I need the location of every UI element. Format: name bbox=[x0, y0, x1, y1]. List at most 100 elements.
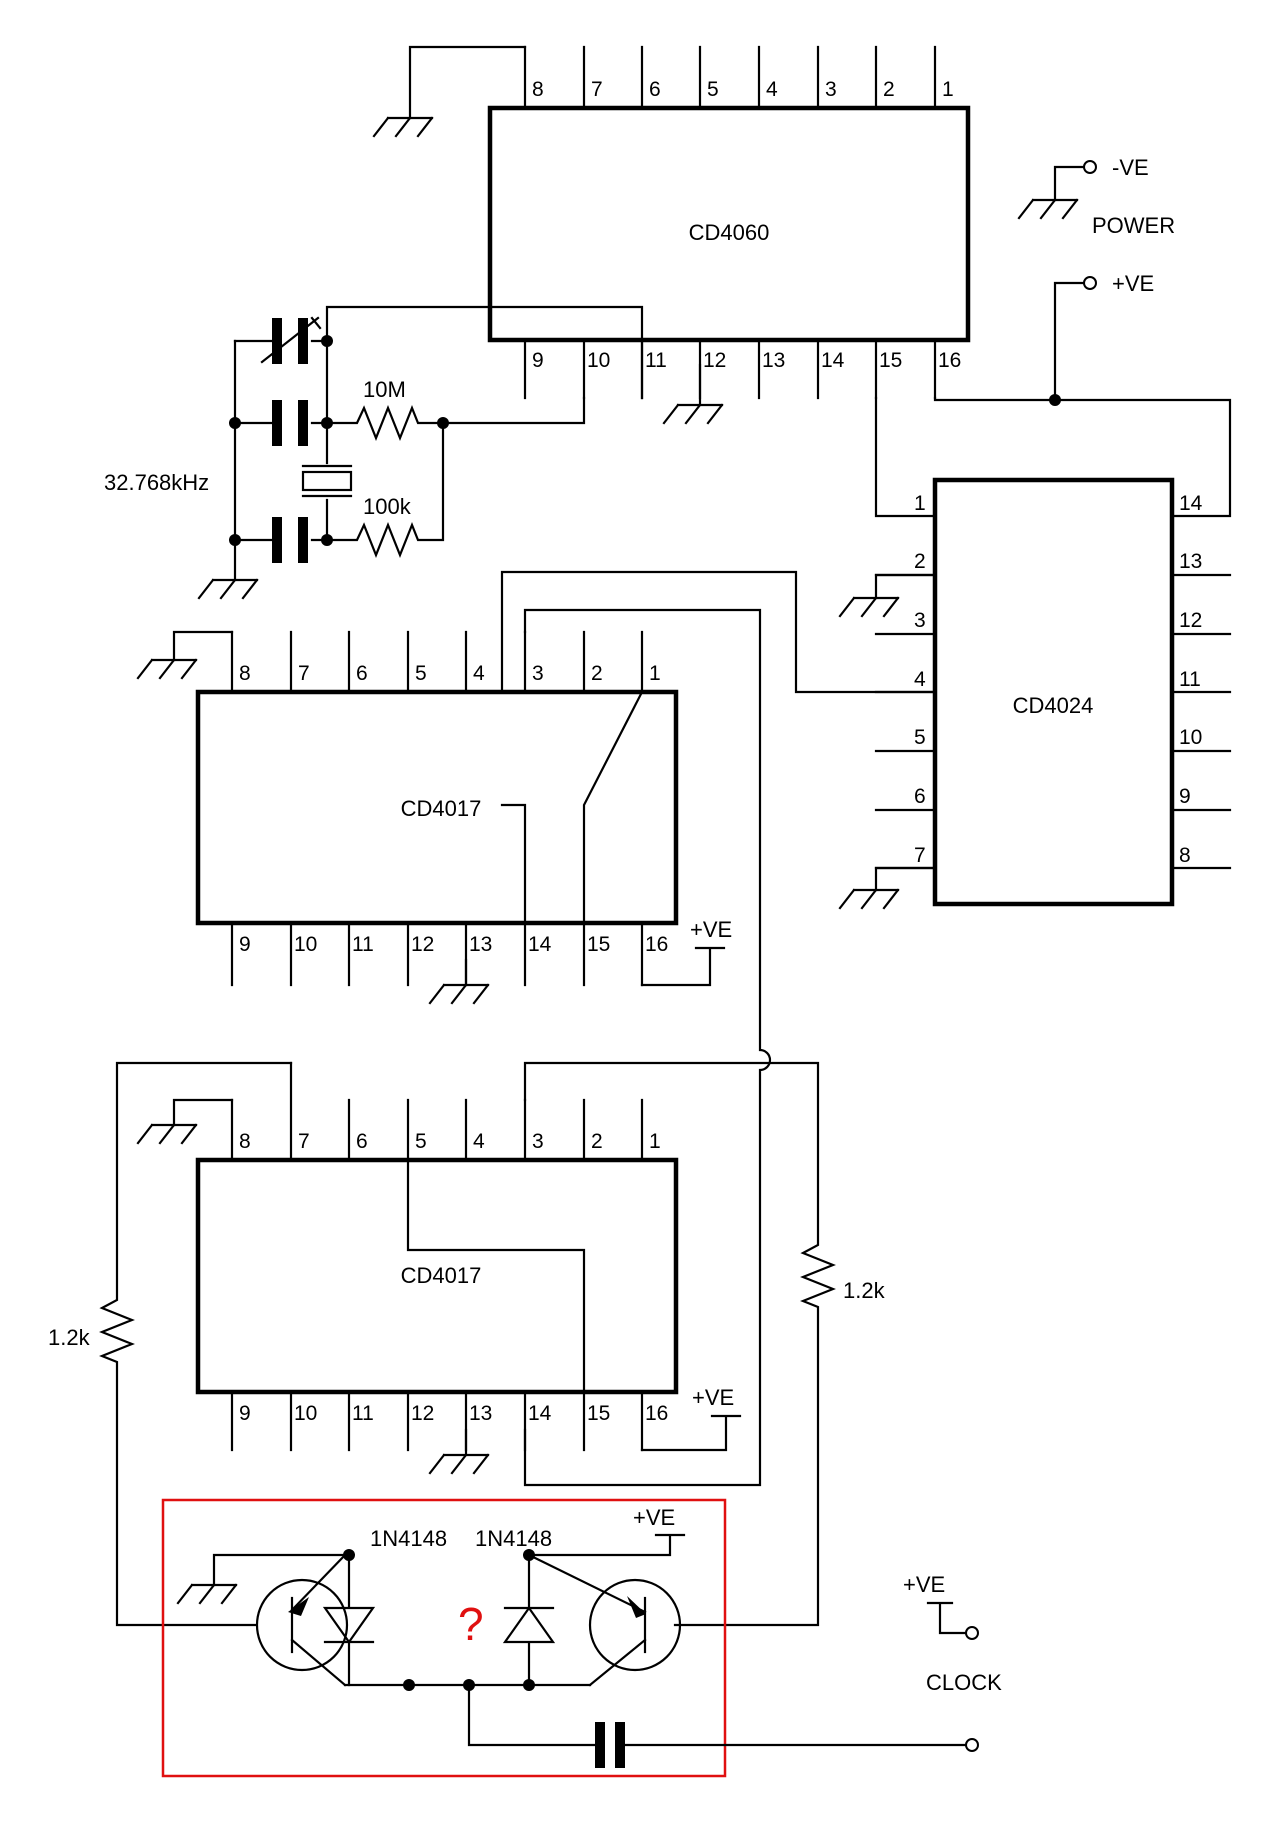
pin-label: 2 bbox=[883, 78, 895, 101]
ground-symbol bbox=[662, 403, 724, 425]
frequency-label: 32.768kHz bbox=[104, 470, 209, 495]
pin-label: 13 bbox=[762, 349, 785, 372]
pnp-transistor-right bbox=[588, 1578, 682, 1672]
pin-label: 16 bbox=[938, 349, 961, 372]
ground-symbol bbox=[428, 983, 490, 1005]
neg-supply-label: -VE bbox=[1112, 155, 1149, 180]
cd4017-a-chip: CD4017 8 7 6 5 4 3 2 1 9 10 11 12 13 14 … bbox=[195, 630, 679, 987]
cd4017-a-pin1-to-pin15 bbox=[582, 690, 644, 925]
r2-label: 100k bbox=[363, 494, 412, 519]
pin-label: 8 bbox=[239, 1130, 251, 1153]
pin-label: 11 bbox=[352, 1402, 374, 1425]
pin-label: 2 bbox=[914, 550, 926, 573]
pin-label: 6 bbox=[649, 78, 661, 101]
pin-label: 1 bbox=[649, 1130, 661, 1153]
pin-label: 7 bbox=[591, 78, 603, 101]
pin-label: 1 bbox=[649, 662, 661, 685]
pin-label: 10 bbox=[587, 349, 610, 372]
pin-label: 5 bbox=[707, 78, 719, 101]
clock-label: CLOCK bbox=[926, 1670, 1002, 1695]
pin-label: 2 bbox=[591, 662, 603, 685]
pin-label: 14 bbox=[821, 349, 845, 372]
pin-label: 9 bbox=[532, 349, 544, 372]
cd4017-b-pin8-wire bbox=[172, 1098, 234, 1127]
cd4017-a-pin14-wire bbox=[500, 803, 527, 925]
pin-label: 2 bbox=[591, 1130, 603, 1153]
cd4060-pin15-wire bbox=[874, 396, 937, 518]
pin-label: 12 bbox=[411, 933, 434, 956]
pin-label: 10 bbox=[294, 1402, 317, 1425]
pin-label: 10 bbox=[294, 933, 317, 956]
pin-label: 13 bbox=[469, 933, 492, 956]
power-terminals bbox=[1017, 160, 1097, 406]
pin-label: 10 bbox=[1179, 726, 1202, 749]
pin-label: 13 bbox=[1179, 550, 1202, 573]
pin-label: 15 bbox=[587, 1402, 610, 1425]
pin-label: 6 bbox=[914, 785, 926, 808]
driver-circuit bbox=[176, 1533, 979, 1768]
pin-label: 9 bbox=[1179, 785, 1191, 808]
left-resistor-label: 1.2k bbox=[48, 1325, 91, 1350]
left-resistor-wire bbox=[99, 1061, 293, 1627]
pin-label: 3 bbox=[532, 662, 544, 685]
cd4024-label: CD4024 bbox=[1013, 693, 1094, 718]
pin-label: 9 bbox=[239, 933, 251, 956]
pin-label: 12 bbox=[703, 349, 726, 372]
pin-label: 11 bbox=[352, 933, 374, 956]
pin-label: 5 bbox=[415, 662, 427, 685]
pos-supply-label: +VE bbox=[1112, 271, 1154, 296]
oscillator-network bbox=[197, 316, 449, 600]
pin-label: 5 bbox=[415, 1130, 427, 1153]
clock-supply-label: +VE bbox=[903, 1572, 945, 1597]
ground-symbol bbox=[136, 658, 198, 680]
pin-label: 6 bbox=[356, 1130, 368, 1153]
cd4017-a-pin16-wire bbox=[640, 946, 726, 987]
pin-label: 14 bbox=[528, 1402, 552, 1425]
cd4017-b-pin5-to-pin15 bbox=[406, 1158, 586, 1394]
cd4017-b-chip: CD4017 8 7 6 5 4 3 2 1 9 10 11 12 13 14 … bbox=[195, 1061, 679, 1452]
pin-label: 14 bbox=[1179, 492, 1203, 515]
osc-pin10-wire bbox=[441, 396, 586, 425]
cd4060-pin8-wire bbox=[408, 45, 527, 120]
pin-label: 9 bbox=[239, 1402, 251, 1425]
driver-supply-label: +VE bbox=[633, 1505, 675, 1530]
pin-label: 16 bbox=[645, 1402, 668, 1425]
pin-label: 8 bbox=[239, 662, 251, 685]
pin-label: 7 bbox=[914, 844, 926, 867]
pin-label: 11 bbox=[1179, 668, 1201, 691]
driver-highlight-box bbox=[161, 1498, 727, 1778]
pin-label: 11 bbox=[645, 349, 667, 372]
cd4060-pin16-wire bbox=[933, 396, 1232, 518]
pin-label: 12 bbox=[1179, 609, 1202, 632]
power-label: POWER bbox=[1092, 213, 1175, 238]
pin-label: 3 bbox=[825, 78, 837, 101]
pin-label: 7 bbox=[298, 1130, 310, 1153]
cd4017-b-supply-label: +VE bbox=[692, 1385, 734, 1410]
pin-label: 5 bbox=[914, 726, 926, 749]
pin-label: 15 bbox=[879, 349, 902, 372]
clock-terminal bbox=[926, 1601, 979, 1640]
npn-transistor-left bbox=[255, 1578, 349, 1672]
cd4017-a-label: CD4017 bbox=[401, 796, 482, 821]
pin-label: 15 bbox=[587, 933, 610, 956]
ground-symbol bbox=[372, 116, 434, 138]
right-diode-label: 1N4148 bbox=[475, 1526, 552, 1551]
pin-label: 4 bbox=[473, 662, 485, 685]
cd4017-a-supply-label: +VE bbox=[690, 917, 732, 942]
r1-label: 10M bbox=[363, 377, 406, 402]
ground-symbol bbox=[838, 596, 900, 618]
cd4017-a-pin8-wire bbox=[172, 630, 234, 662]
pin-label: 14 bbox=[528, 933, 552, 956]
pin-label: 3 bbox=[914, 609, 926, 632]
pin-label: 16 bbox=[645, 933, 668, 956]
left-diode-label: 1N4148 bbox=[370, 1526, 447, 1551]
pin-label: 8 bbox=[532, 78, 544, 101]
cd4024-pin2-ground bbox=[874, 573, 937, 600]
cd4017-b-pin16-wire bbox=[640, 1414, 742, 1452]
pin-label: 1 bbox=[942, 78, 954, 101]
pin-label: 4 bbox=[766, 78, 778, 101]
cd4017-a-pin3-wire bbox=[523, 608, 772, 1487]
osc-pin11-wire bbox=[325, 305, 644, 400]
pin-label: 8 bbox=[1179, 844, 1191, 867]
